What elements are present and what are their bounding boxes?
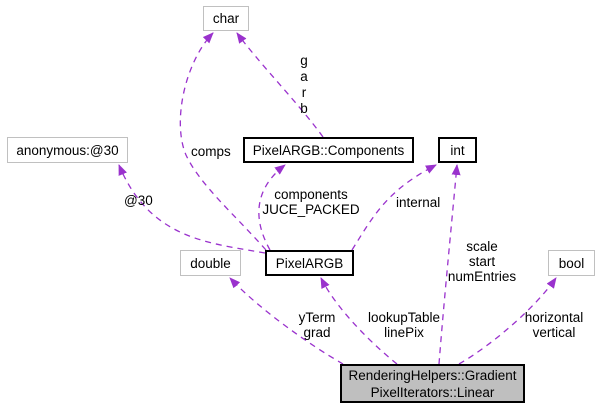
node-double: double xyxy=(180,250,241,276)
edge-label-garb: g a r b xyxy=(300,53,308,116)
node-renderinghelpers-gradientpixeliterators-linear: RenderingHelpers::Gradient PixelIterator… xyxy=(340,364,525,403)
edge-label-comps: comps xyxy=(191,144,231,159)
node-int[interactable]: int xyxy=(438,137,477,163)
edge-label-internal: internal xyxy=(396,195,441,210)
node-char: char xyxy=(203,6,249,31)
edge-at30 xyxy=(118,164,266,254)
edge-lookuptable-linepix xyxy=(320,277,398,365)
edge-label-horizontal-vertical: horizontal vertical xyxy=(524,310,584,340)
edge-label-yterm-grad: yTerm grad xyxy=(298,310,336,340)
node-bool: bool xyxy=(548,250,595,276)
edge-label-lookuptable-linepix: lookupTable linePix xyxy=(367,310,441,340)
edge-components-juce-packed xyxy=(258,164,286,251)
node-pixelargb-components[interactable]: PixelARGB::Components xyxy=(243,137,414,163)
edge-comps xyxy=(179,32,267,251)
edge-garb xyxy=(236,32,324,138)
edge-label-scale-start-numentries: scale start numEntries xyxy=(447,239,517,284)
edge-label-at30: @30 xyxy=(124,193,153,208)
node-anonymous-at30: anonymous:@30 xyxy=(7,137,128,163)
edge-horizontal-vertical xyxy=(458,277,557,365)
edge-yterm-grad xyxy=(229,277,344,365)
edge-internal xyxy=(351,164,437,251)
edge-scale-start-numentries xyxy=(438,164,461,365)
edge-label-components-juce-packed: components JUCE_PACKED xyxy=(262,187,360,217)
node-pixelargb[interactable]: PixelARGB xyxy=(265,250,354,276)
